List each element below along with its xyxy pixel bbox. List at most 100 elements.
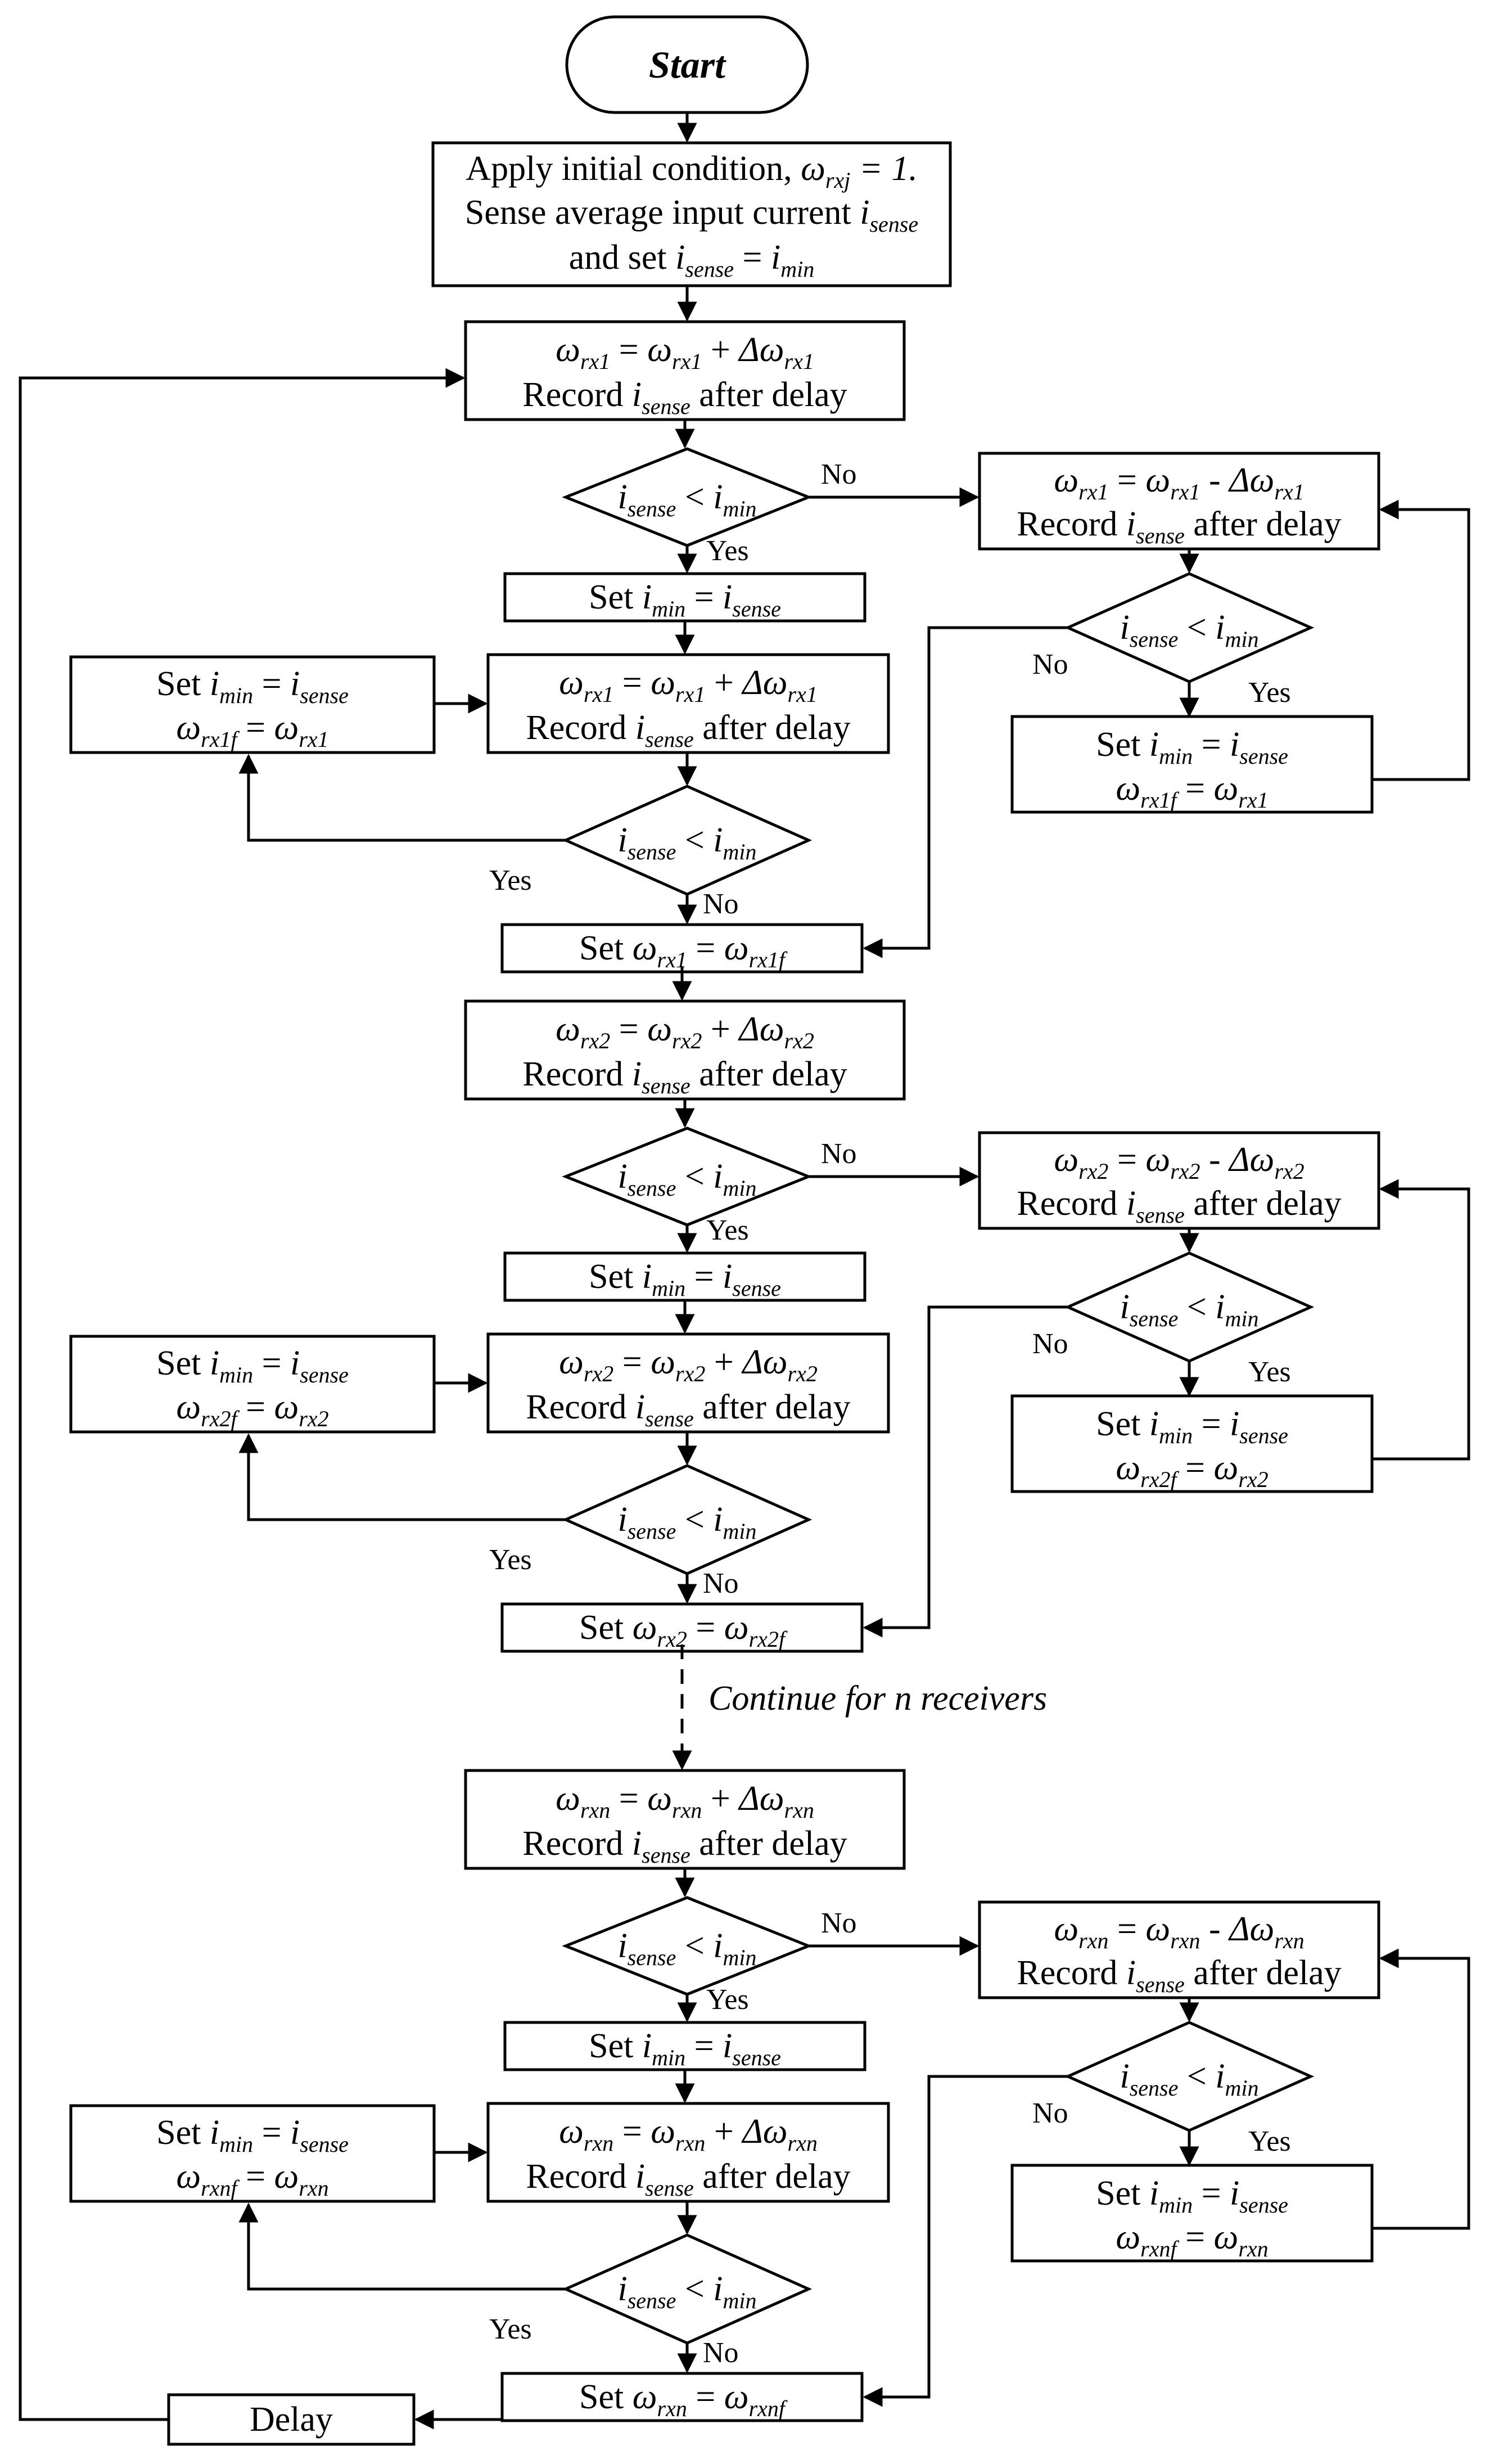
text-segment: i (290, 2114, 300, 2152)
stage-2-store-right-omega: ωrx2f = ωrx2 (1116, 1449, 1268, 1492)
text-segment: - (1200, 1910, 1230, 1948)
text-segment: rx1 (1274, 479, 1304, 504)
text-segment: ω (1145, 1141, 1170, 1179)
text-segment: ω (724, 1609, 749, 1647)
text-segment: i (1230, 2174, 1239, 2213)
text-segment: rx2 (1274, 1159, 1304, 1184)
text-segment: Record (526, 709, 635, 747)
text-segment: < (676, 1157, 713, 1196)
text-segment: i (642, 578, 652, 616)
text-segment: Record (1017, 1954, 1126, 1992)
text-segment: i (1120, 609, 1129, 647)
stage-1-setmin-label: Set imin = isense (589, 578, 781, 621)
text-segment: after delay (694, 2157, 851, 2196)
text-segment: min (723, 1175, 757, 1201)
text-segment: ω (1214, 1449, 1239, 1487)
text-segment: sense (628, 1945, 676, 1970)
stage-2-store-left-omega: ωrx2f = ωrx2 (176, 1388, 328, 1431)
text-segment: + (702, 331, 739, 369)
stage-n-setfinal-label: Set ωrxn = ωrxnf (579, 2378, 788, 2421)
text-segment: < (1178, 1288, 1215, 1326)
text-segment: = (1193, 2174, 1230, 2213)
stage-1-arrow-d3-yes (238, 754, 566, 842)
text-segment: rx1 (657, 947, 687, 972)
text-segment: sense (628, 1519, 676, 1544)
text-segment: sense (1136, 1972, 1185, 1997)
text-segment: after delay (694, 1388, 851, 1426)
text-segment: sense (645, 2175, 694, 2201)
text-segment: sense (628, 2288, 676, 2313)
text-segment: = (610, 1010, 647, 1048)
text-segment: rx1f (749, 947, 788, 972)
text-segment: = (1193, 1405, 1230, 1443)
stage-2-store-left-box (69, 1335, 436, 1434)
stage-1-arrow-right-loop (1372, 499, 1470, 781)
text-segment: Set (156, 2114, 210, 2152)
text-segment: Record (526, 2157, 635, 2196)
text-segment: sense (300, 683, 349, 708)
stage-n-no-right: No (1032, 2097, 1068, 2129)
text-segment: i (713, 1927, 723, 1965)
stage-n-increment-box (464, 1769, 906, 1870)
text-segment: i (1126, 505, 1136, 543)
text-segment: = (237, 2157, 274, 2196)
text-segment: rxn (580, 1797, 610, 1823)
text-segment: sense (300, 1362, 349, 1387)
text-segment: < (676, 1501, 713, 1539)
text-segment: + (702, 1010, 739, 1048)
text-segment: = (613, 1343, 651, 1381)
text-segment: Set (579, 2378, 633, 2416)
text-segment: min (652, 1276, 685, 1301)
stage-2-arrow-right-loop (1372, 1179, 1470, 1461)
text-segment: Δω (1227, 1141, 1274, 1179)
text-segment: min (1159, 2192, 1193, 2218)
text-segment: rx2f (201, 1406, 240, 1431)
stage-2-yes-3: Yes (489, 1544, 532, 1576)
text-segment: = (253, 1344, 290, 1382)
text-segment: < (676, 2270, 713, 2308)
text-segment: i (1120, 1288, 1129, 1326)
stage-n-store-left-setmin: Set imin = isense (156, 2114, 349, 2157)
continue-note: Continue for n receivers (708, 1679, 1047, 1718)
text-segment: rx2 (788, 1361, 818, 1386)
text-segment: min (1225, 627, 1259, 652)
text-segment: sense (628, 839, 676, 864)
text-segment: = (685, 578, 723, 616)
text-segment: ω (647, 1779, 672, 1818)
stage-2-setmin-box (503, 1251, 866, 1302)
text-segment: sense (1136, 1202, 1185, 1228)
text-segment: ω (559, 1343, 584, 1381)
text-segment: ω (651, 664, 675, 702)
text-segment: ω (556, 331, 580, 369)
init-box (431, 141, 952, 287)
text-segment: < (1178, 2057, 1215, 2096)
text-segment: i (632, 1824, 642, 1863)
text-segment: Set (1096, 1405, 1149, 1443)
text-segment: min (1225, 1306, 1259, 1331)
text-segment: Set (589, 1258, 642, 1296)
stage-n-setmin-label: Set imin = isense (589, 2027, 781, 2070)
stage-n-no-3: No (703, 2337, 739, 2369)
text-segment: min (219, 683, 253, 708)
stage-n-setfinal-box (500, 2372, 864, 2422)
text-segment: = (613, 2112, 651, 2151)
text-segment: ω (651, 2112, 675, 2151)
stage-1-store-right-box (1010, 715, 1374, 814)
stage-n-decrement-eq: ωrxn = ωrxn - Δωrxn (1054, 1910, 1304, 1953)
text-segment: ω (647, 331, 672, 369)
stage-2-arrow-d3-yes (238, 1433, 566, 1521)
text-segment: sense (1239, 744, 1288, 769)
text-segment: i (290, 665, 300, 703)
stage-n-arrow-right-no (863, 2075, 1068, 2407)
text-segment: i (723, 2027, 732, 2065)
stage-2-store-right-box (1010, 1394, 1374, 1493)
text-segment: = (253, 2114, 290, 2152)
text-segment: ω (274, 2157, 299, 2196)
text-segment: Δω (1227, 1910, 1274, 1948)
text-segment: rx1 (1078, 479, 1108, 504)
text-segment: = (1177, 1449, 1214, 1487)
stage-n-arrow-d3-yes (238, 2202, 566, 2291)
text-segment: = (610, 1779, 647, 1818)
text-segment: Set (589, 578, 642, 616)
text-segment: Set (579, 1609, 633, 1647)
